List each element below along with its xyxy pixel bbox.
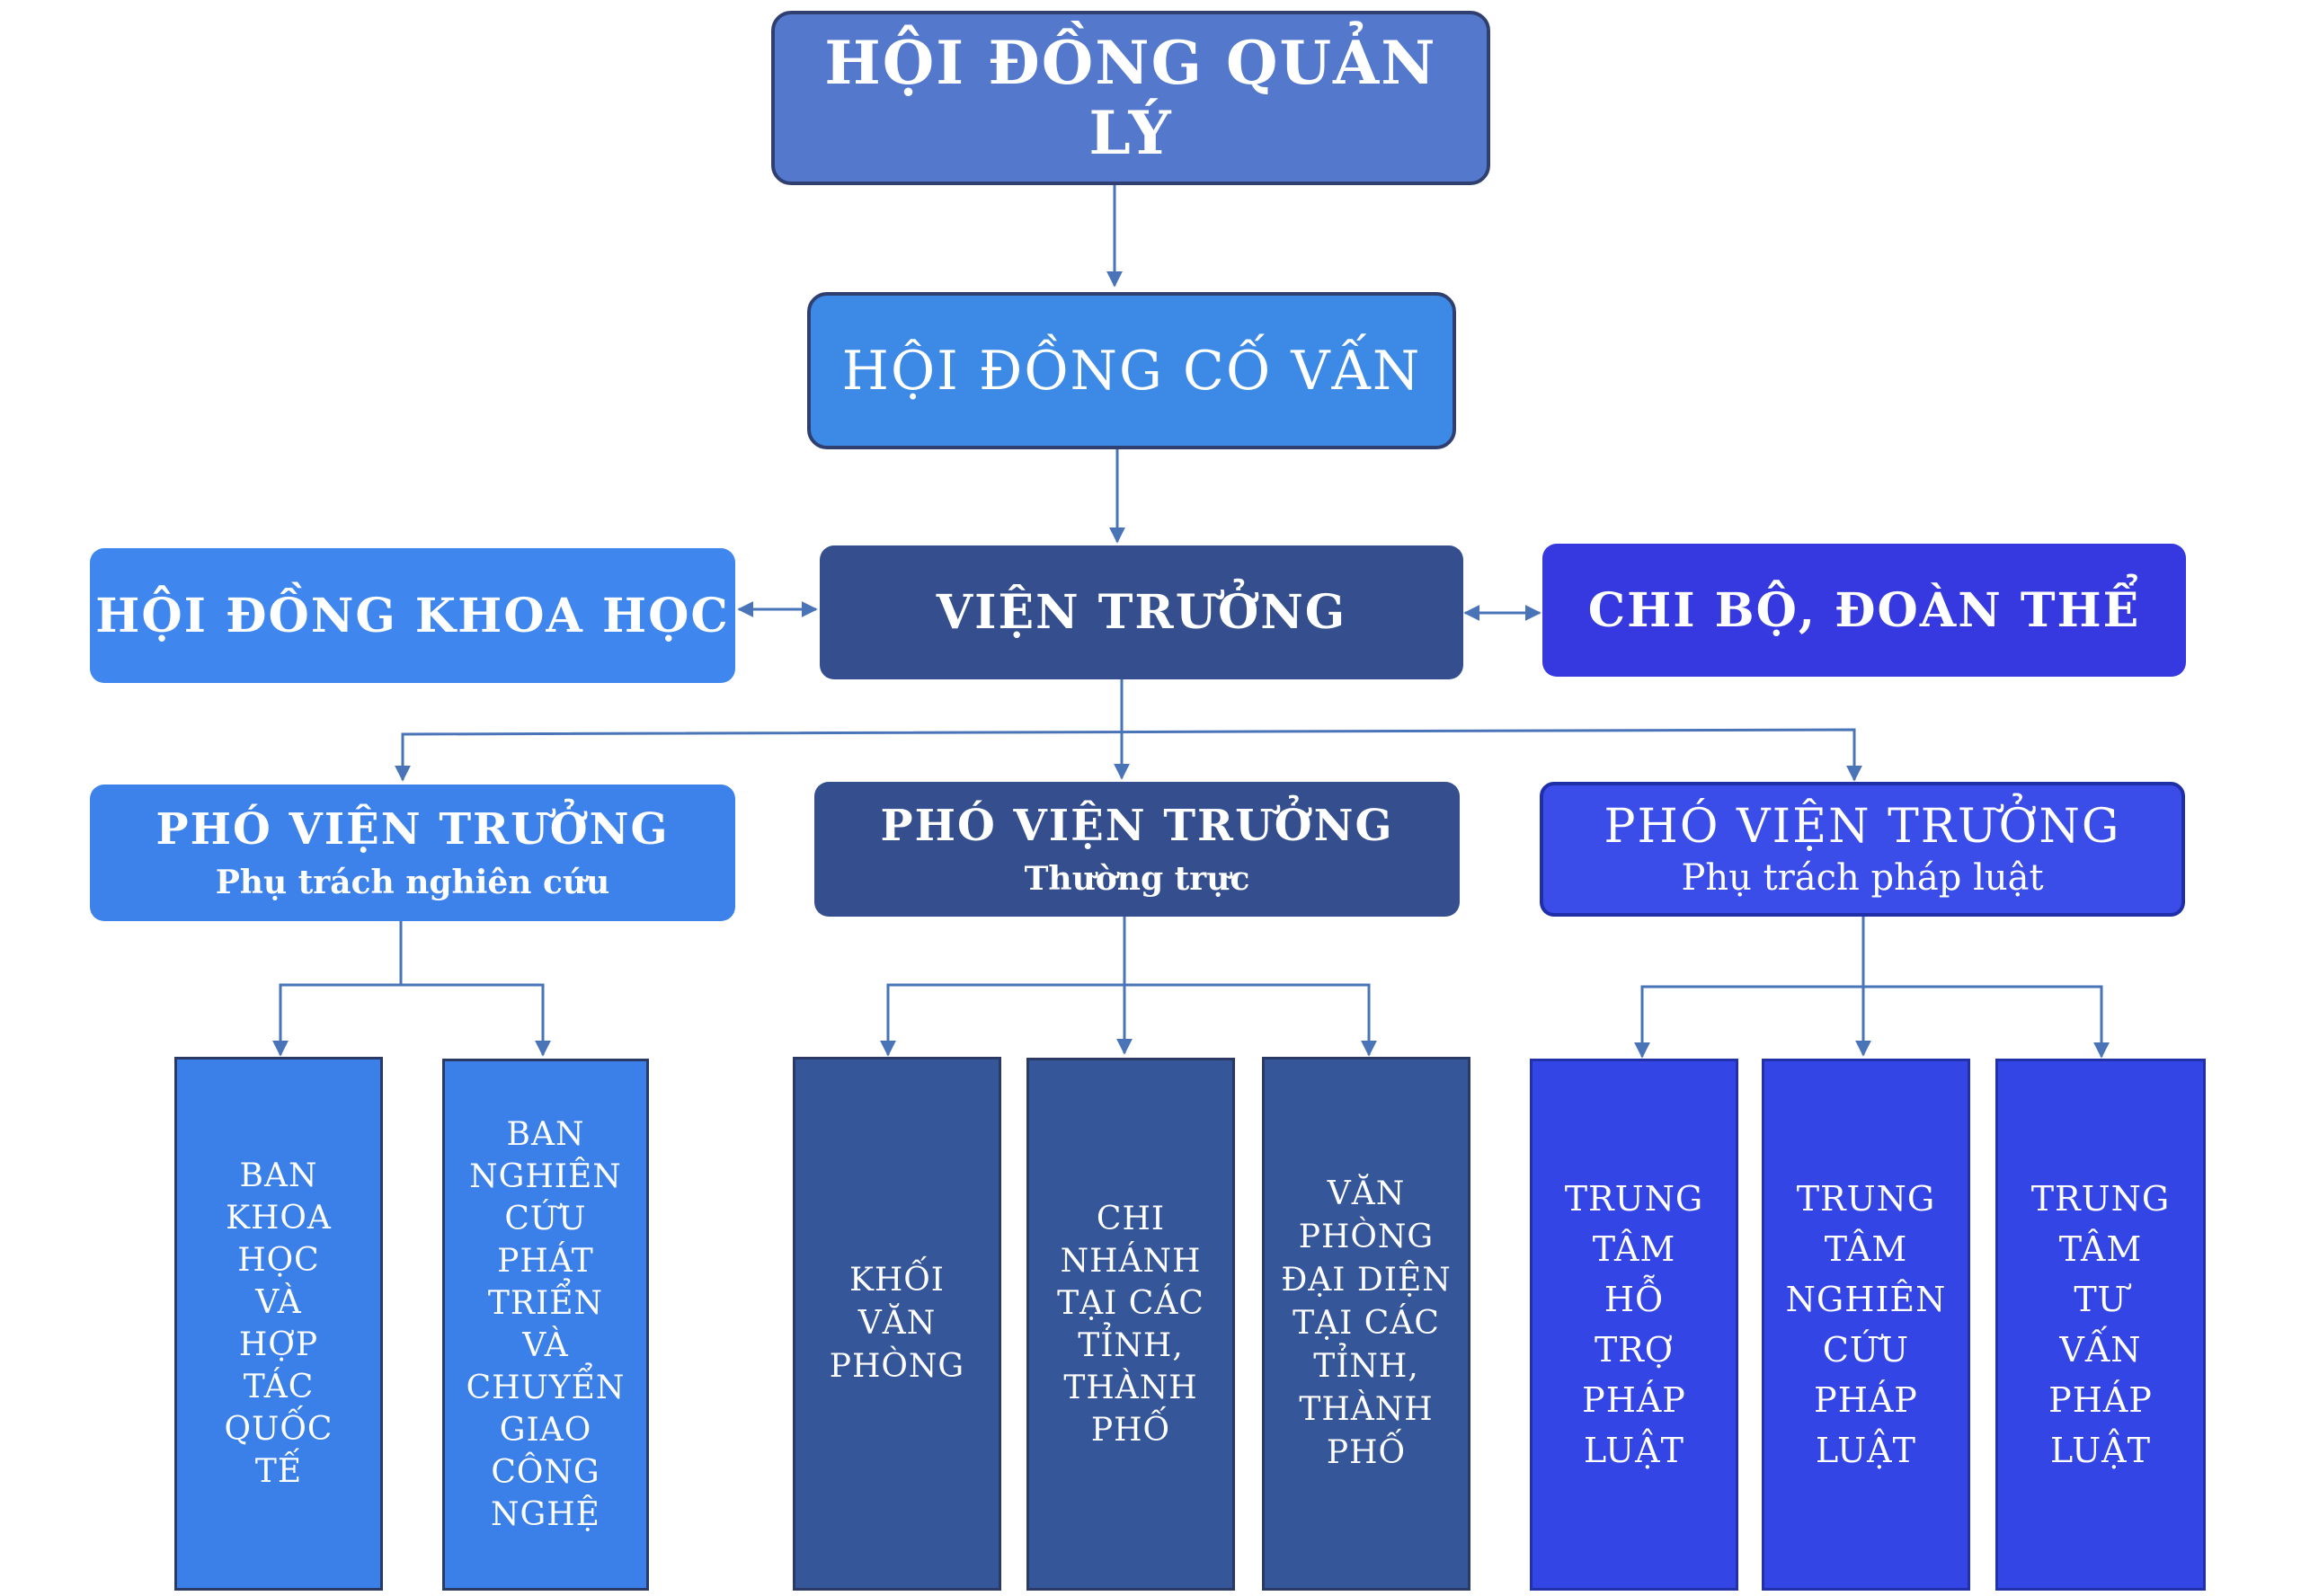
unit-rd-technology-transfer: BAN NGHIÊN CỨU PHÁT TRIỂN VÀ CHUYỂN GIAO… [442, 1059, 649, 1591]
unit-legal-support-center-label: TRUNG TÂM HỖ TRỢ PHÁP LUẬT [1564, 1179, 1704, 1470]
party-unions-label: CHI BỘ, ĐOÀN THỂ [1587, 582, 2141, 638]
link-deputy-bus [401, 728, 1856, 778]
unit-legal-consulting-center-label: TRUNG TÂM TƯ VẤN PHÁP LUẬT [2030, 1179, 2171, 1470]
science-council-label: HỘI ĐỒNG KHOA HỌC [95, 588, 730, 643]
unit-legal-research-center-label: TRUNG TÂM NGHIÊN CỨU PHÁP LUẬT [1785, 1179, 1947, 1470]
deputy-standing-title: PHÓ VIỆN TRƯỞNG [880, 801, 1394, 851]
unit-legal-support-center: TRUNG TÂM HỖ TRỢ PHÁP LUẬT [1530, 1059, 1738, 1591]
unit-legal-consulting-center: TRUNG TÂM TƯ VẤN PHÁP LUẬT [1995, 1059, 2206, 1591]
unit-provincial-branches-label: CHI NHÁNH TẠI CÁC TỈNH, THÀNH PHỐ [1057, 1200, 1204, 1449]
deputy-legal-box: PHÓ VIỆN TRƯỞNG Phụ trách pháp luật [1540, 782, 2185, 917]
advisory-board-label: HỘI ĐỒNG CỐ VẤN [841, 339, 1422, 403]
deputy-standing-subtitle: Thường trực [1024, 860, 1250, 898]
management-board-label: HỘI ĐỒNG QUẢN LÝ [824, 28, 1437, 168]
management-board-box: HỘI ĐỒNG QUẢN LÝ [771, 11, 1490, 185]
deputy-legal-title: PHÓ VIỆN TRƯỞNG [1604, 800, 2121, 854]
director-box: VIỆN TRƯỞNG [820, 545, 1463, 679]
deputy-legal-subtitle: Phụ trách pháp luật [1681, 857, 2044, 899]
deputy-research-box: PHÓ VIỆN TRƯỞNG Phụ trách nghiên cứu [90, 785, 735, 921]
unit-rd-technology-transfer-label: BAN NGHIÊN CỨU PHÁT TRIỂN VÀ CHUYỂN GIAO… [466, 1116, 626, 1533]
unit-science-cooperation-label: BAN KHOA HỌC VÀ HỢP TÁC QUỐC TẾ [224, 1157, 333, 1490]
deputy-research-title: PHÓ VIỆN TRƯỞNG [155, 804, 670, 855]
director-label: VIỆN TRƯỞNG [936, 585, 1347, 640]
unit-representative-offices: VĂN PHÒNG ĐẠI DIỆN TẠI CÁC TỈNH, THÀNH P… [1262, 1057, 1470, 1591]
unit-office-block: KHỐI VĂN PHÒNG [793, 1057, 1001, 1591]
deputy-research-subtitle: Phụ trách nghiên cứu [215, 864, 610, 901]
unit-provincial-branches: CHI NHÁNH TẠI CÁC TỈNH, THÀNH PHỐ [1026, 1058, 1235, 1591]
advisory-board-box: HỘI ĐỒNG CỐ VẤN [807, 292, 1456, 449]
deputy-standing-box: PHÓ VIỆN TRƯỞNG Thường trực [814, 782, 1460, 917]
unit-office-block-label: KHỐI VĂN PHÒNG [829, 1262, 965, 1385]
unit-representative-offices-label: VĂN PHÒNG ĐẠI DIỆN TẠI CÁC TỈNH, THÀNH P… [1281, 1175, 1452, 1471]
party-unions-box: CHI BỘ, ĐOÀN THỂ [1542, 544, 2186, 677]
science-council-box: HỘI ĐỒNG KHOA HỌC [90, 548, 735, 683]
unit-legal-research-center: TRUNG TÂM NGHIÊN CỨU PHÁP LUẬT [1762, 1059, 1970, 1591]
unit-science-cooperation: BAN KHOA HỌC VÀ HỢP TÁC QUỐC TẾ [174, 1057, 383, 1591]
